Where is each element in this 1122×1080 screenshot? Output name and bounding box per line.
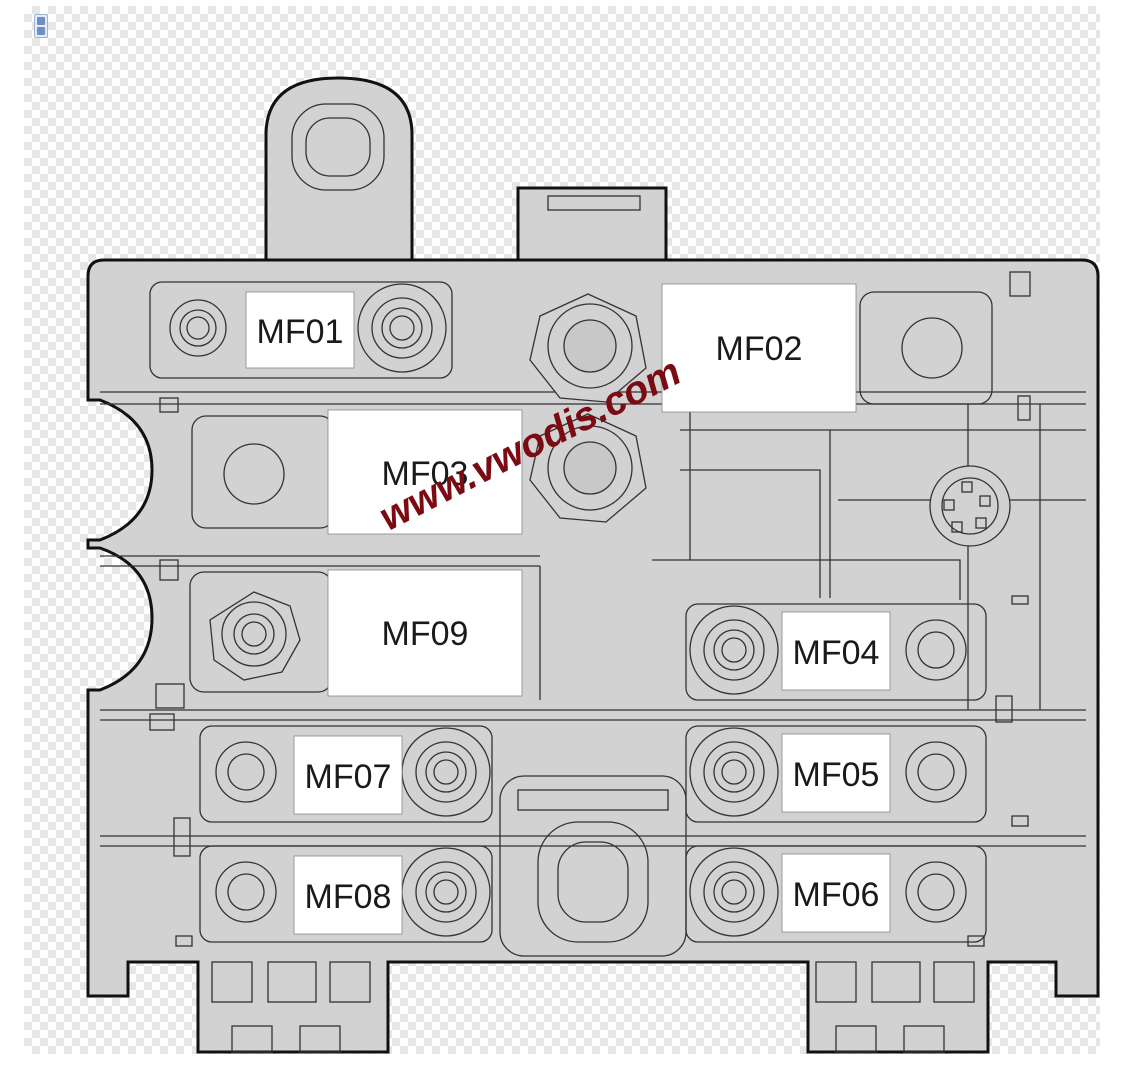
mf07-label-box — [293, 735, 403, 815]
mf02-label-box — [661, 283, 857, 413]
center-ring-terminal — [499, 775, 687, 957]
mf08-label-box — [293, 855, 403, 935]
mf05-label-box — [781, 733, 891, 813]
fuse-label-mf06: MF06 — [793, 876, 880, 914]
page-navigator-icon[interactable] — [34, 14, 48, 38]
fuse-label-mf07: MF07 — [305, 758, 392, 796]
fuse-label-mf01: MF01 — [257, 313, 344, 351]
fuse-label-mf04: MF04 — [793, 634, 880, 672]
mf06-label-box — [781, 853, 891, 933]
fuse-label-mf09: MF09 — [382, 615, 469, 653]
mf01-label-box — [245, 291, 355, 369]
mf09-label-box — [327, 569, 523, 697]
fuse-label-mf08: MF08 — [305, 878, 392, 916]
fuse-label-mf05: MF05 — [793, 756, 880, 794]
fuse-label-mf03: MF03 — [382, 455, 469, 493]
top-connector-tab — [516, 186, 668, 266]
mf04-label-box — [781, 611, 891, 691]
fuse-label-mf02: MF02 — [716, 330, 803, 368]
mf03-label-box — [327, 409, 523, 535]
